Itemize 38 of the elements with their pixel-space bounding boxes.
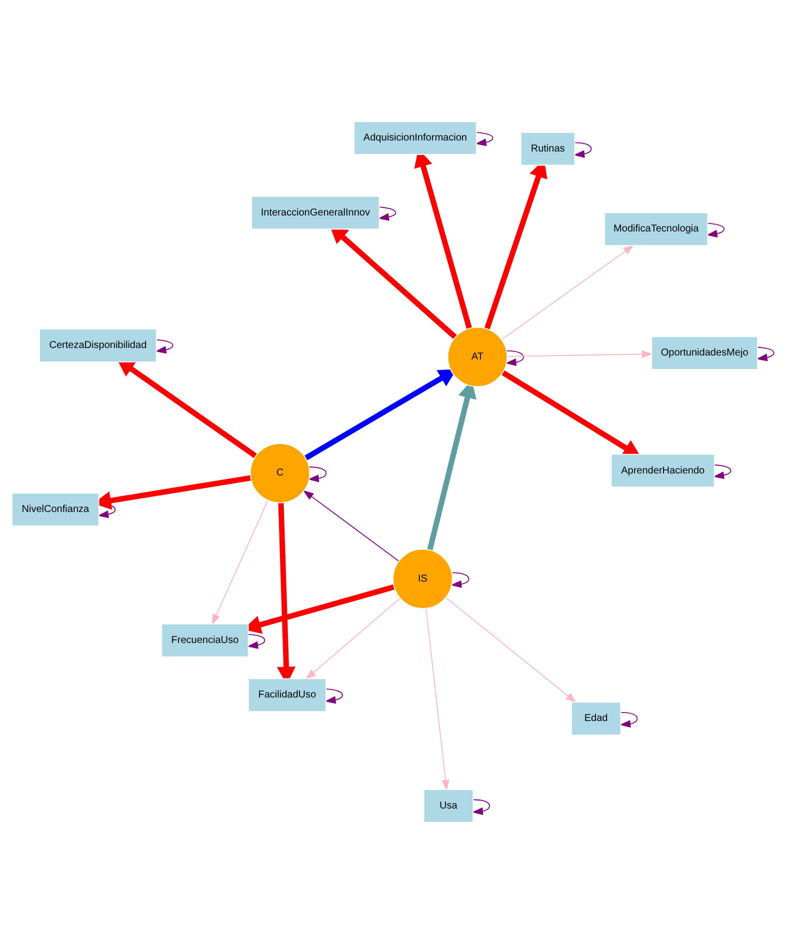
arrow <box>305 597 400 680</box>
arrow <box>574 142 592 158</box>
node-box: AprenderHaciendo <box>610 453 715 488</box>
arrow <box>472 798 490 815</box>
arrow <box>706 222 725 237</box>
arrow <box>324 688 343 704</box>
arrow <box>308 466 327 482</box>
arrow <box>475 131 494 146</box>
node-box: OportunidadesMejo <box>651 336 758 370</box>
arrow <box>98 502 116 518</box>
node-box: Usa <box>423 788 474 822</box>
arrow <box>501 370 641 457</box>
arrow <box>426 608 450 790</box>
node-box: NivelConfianza <box>12 492 100 526</box>
arrow <box>302 490 400 562</box>
arrow <box>446 596 577 702</box>
arrow <box>506 350 653 358</box>
arrow <box>247 633 266 648</box>
arrow <box>620 711 638 728</box>
arrow <box>378 206 396 220</box>
node-box: AdquisicionInformacion <box>354 120 477 154</box>
arrow <box>450 572 470 588</box>
node-box: Rutinas <box>520 131 576 166</box>
node-circle: IS <box>392 548 453 608</box>
node-box: CertezaDisponibilidad <box>39 328 157 362</box>
node-box: Edad <box>570 701 622 735</box>
node-box: FacilidadUso <box>248 678 326 712</box>
arrow <box>713 464 732 479</box>
arrow <box>501 244 634 340</box>
node-box: ModificaTecnologia <box>604 212 708 246</box>
node-box: InteraccionGeneralInnov <box>251 195 380 230</box>
arrow <box>212 499 268 625</box>
node-circle: AT <box>447 326 508 387</box>
arrow <box>505 350 524 366</box>
node-box: FrecuenciaUso <box>161 623 249 657</box>
arrow <box>155 338 174 354</box>
arrow <box>756 346 774 361</box>
node-circle: C <box>250 442 310 503</box>
